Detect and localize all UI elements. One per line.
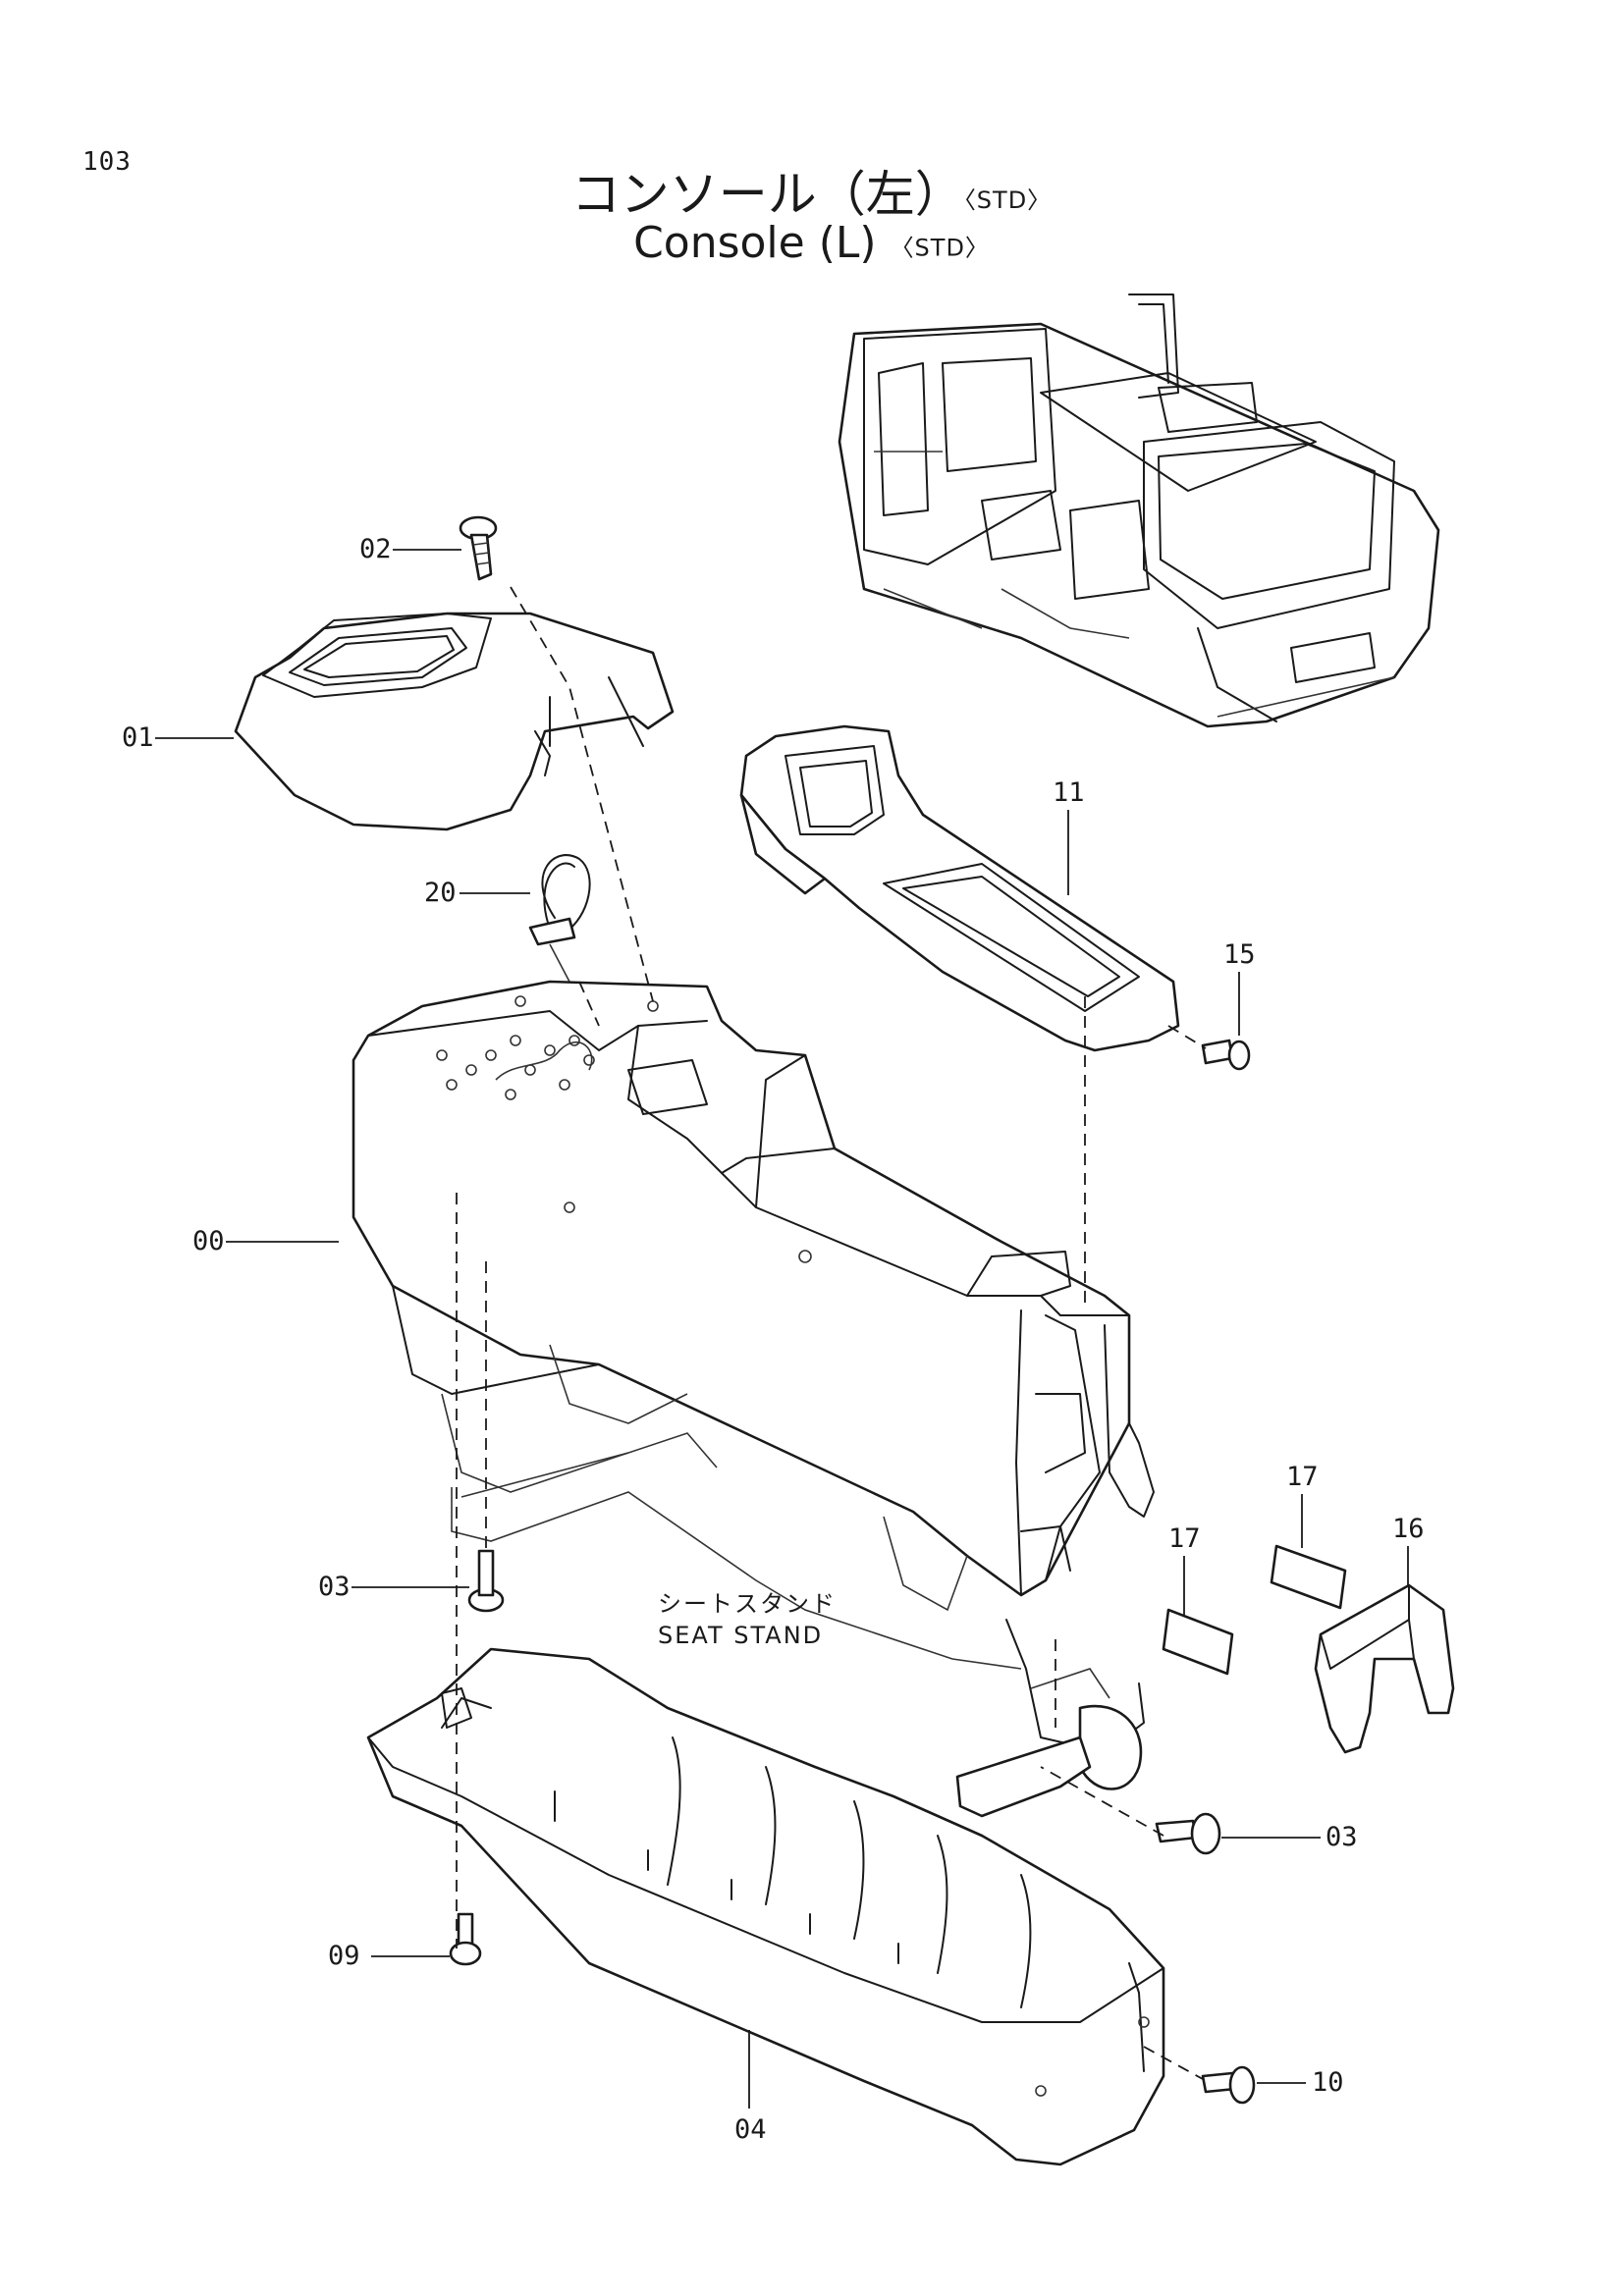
title-japanese-text: コンソール（左）	[570, 166, 964, 223]
callout-17-upper: 17	[1286, 1462, 1319, 1492]
title-japanese-variant: 〈STD〉	[963, 187, 1053, 214]
part-10-bolt	[1201, 2065, 1256, 2105]
part-16-u-bracket	[1314, 1583, 1455, 1754]
title-english-text: Console (L)	[633, 218, 877, 268]
seat-stand-label-english: SEAT STAND	[658, 1622, 824, 1649]
callout-03-right: 03	[1325, 1822, 1358, 1852]
callout-01: 01	[122, 722, 154, 753]
part-20-clamp	[528, 854, 591, 983]
callout-16: 16	[1392, 1514, 1425, 1544]
part-03-bolt-left	[467, 1549, 505, 1613]
callout-09: 09	[328, 1941, 360, 1971]
part-17-pad-lower	[1162, 1608, 1234, 1676]
machine-overview-illustration	[838, 294, 1440, 728]
callout-leader-lines	[155, 549, 1409, 2109]
seat-stand-outline	[451, 1452, 1145, 1818]
part-00-console-body	[352, 980, 1155, 1612]
callout-02: 02	[359, 534, 392, 564]
part-17-pad-upper	[1270, 1544, 1347, 1610]
part-09-bolt	[449, 1912, 482, 1966]
part-15-screw	[1201, 1039, 1251, 1071]
seat-stand-label-japanese: シートスタンド	[658, 1590, 837, 1618]
part-11-armrest-pad	[739, 724, 1180, 1052]
callout-00: 00	[192, 1226, 225, 1256]
callout-03-left: 03	[318, 1572, 351, 1602]
callout-20: 20	[424, 878, 457, 908]
page-title-english: Console (L) 〈STD〉	[0, 218, 1623, 268]
page-number: 103	[82, 147, 132, 177]
callout-11: 11	[1053, 777, 1085, 808]
callout-10: 10	[1312, 2067, 1344, 2098]
part-04-undercover	[366, 1647, 1165, 2166]
title-english-variant: 〈STD〉	[890, 234, 990, 262]
part-03-bolt-right	[1155, 1812, 1221, 1855]
callout-04: 04	[734, 2114, 767, 2145]
part-01-console-top-cover	[234, 612, 675, 831]
part-02-screw	[459, 515, 498, 581]
page-title-japanese: コンソール（左）〈STD〉	[0, 155, 1623, 226]
callout-17-lower: 17	[1168, 1523, 1201, 1554]
callout-15: 15	[1223, 939, 1256, 970]
assembly-guide-lines	[456, 586, 1207, 2080]
